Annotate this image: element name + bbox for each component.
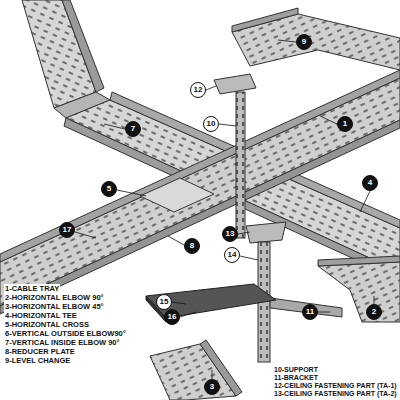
callout-text: 12: [194, 86, 203, 94]
callout-number: 3: [204, 379, 220, 395]
callout-number: 14: [224, 247, 240, 263]
callout-text: 11: [306, 308, 314, 316]
callout-text: 9: [302, 38, 306, 46]
part-list-entry: 5-HORIZONTAL CROSS: [4, 320, 90, 329]
callout-text: 17: [63, 226, 72, 234]
callout-number: 8: [184, 238, 200, 254]
part-list-entry: 10-SUPPORT: [273, 366, 319, 374]
callout-text: 2: [372, 308, 376, 316]
callout-number: 15: [156, 294, 172, 310]
callout-number: 9: [296, 34, 312, 50]
callout-number: 1: [337, 116, 353, 132]
callout-number: 2: [366, 304, 382, 320]
part-list-entry: 6-VERTICAL OUTSIDE ELBOW90°: [4, 329, 127, 338]
part-list-entry: 12-CEILING FASTENING PART (TA-1): [273, 382, 398, 390]
part-list-entry: 3-HORIZONTAL ELBOW 45°: [4, 302, 105, 311]
callout-number: 17: [59, 222, 75, 238]
part-list-entry: 4-HORIZONTAL TEE: [4, 311, 78, 320]
callout-text: 7: [131, 125, 135, 133]
part-list-entry: 9-LEVEL CHANGE: [4, 356, 71, 365]
callout-number: 5: [101, 181, 117, 197]
part-list-entry: 13-CEILING FASTENING PART (TA-2): [273, 390, 398, 398]
part-list-entry: 8-REDUCER PLATE: [4, 347, 76, 356]
callout-text: 16: [168, 313, 177, 321]
callout-text: 13: [226, 230, 235, 238]
callout-text: 4: [368, 179, 372, 187]
callout-text: 3: [210, 383, 214, 391]
callout-number: 4: [362, 175, 378, 191]
callout-text: 8: [190, 242, 194, 250]
callout-text: 10: [207, 120, 216, 128]
callout-number: 11: [302, 304, 318, 320]
part-list-entry: 1-CABLE TRAY: [4, 284, 60, 293]
part-list-entry: 11-BRACKET: [273, 374, 319, 382]
callout-number: 12: [190, 82, 206, 98]
callout-text: 1: [343, 120, 347, 128]
part-list-entry: 7-VERTICAL INSIDE ELBOW 90°: [4, 338, 121, 347]
callout-text: 5: [107, 185, 111, 193]
callout-text: 14: [228, 251, 237, 259]
callout-number: 10: [203, 116, 219, 132]
callout-text: 15: [160, 298, 169, 306]
callout-number: 13: [222, 226, 238, 242]
callout-number: 16: [164, 309, 180, 325]
callout-number: 7: [125, 121, 141, 137]
part-list-entry: 2-HORIZONTAL ELBOW 90°: [4, 293, 105, 302]
